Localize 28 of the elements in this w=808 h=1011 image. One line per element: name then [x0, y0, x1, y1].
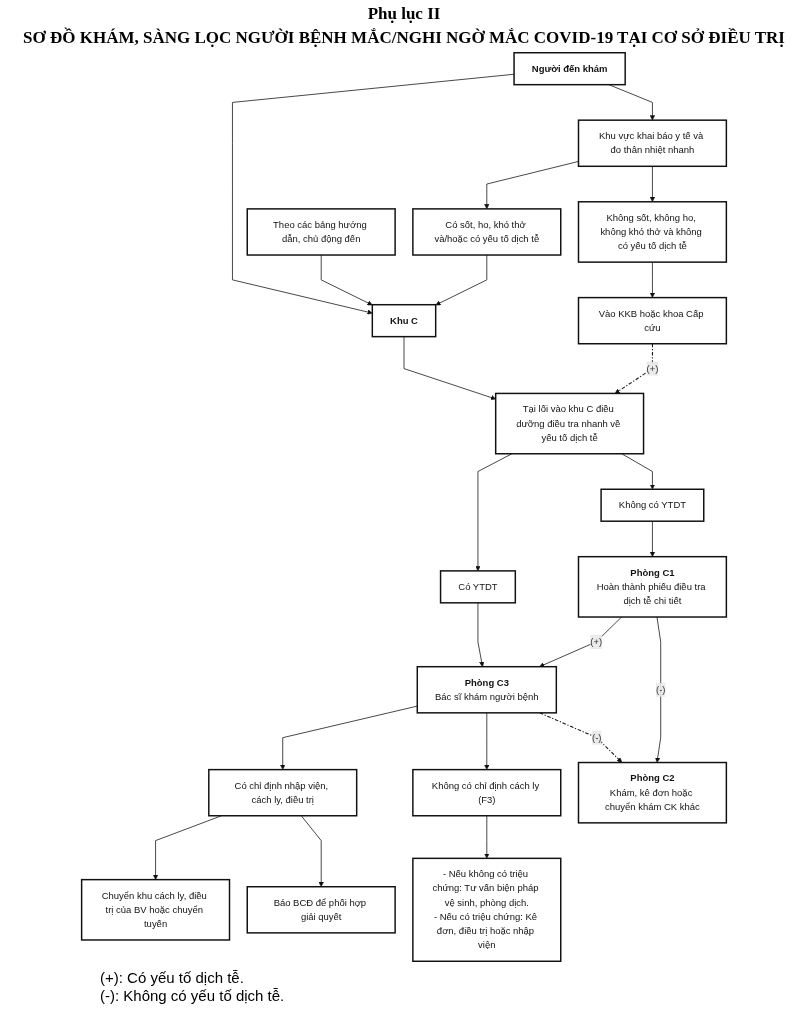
node-box: Báo BCĐ để phối hợp giải quyết: [246, 886, 396, 934]
node-box: Phòng C3 Bác sĩ khám người bệnh: [416, 665, 558, 714]
legend-note: (+): Có yếu tố dịch tễ.: [100, 969, 245, 986]
node-box: Tại lối vào khu C điều dưỡng điều tra nhanh về yếu tố dịch tễ: [494, 392, 645, 455]
title: SƠ ĐỒ KHÁM, SÀNG LỌC NGƯỜI BỆNH MẮC/NGHI NGỜ MẮC COVID-19 TẠI CƠ SỞ ĐIỀU TRỊ: [23, 28, 785, 48]
arrow: [539, 712, 623, 763]
node-box: Khu C: [371, 303, 437, 338]
node-box: Theo các bảng hướng dẫn, chủ động đến: [246, 208, 396, 256]
node-box: Không có chỉ định cách ly (F3): [412, 768, 562, 817]
legend-note: (-): Không có yếu tố dịch tễ.: [100, 987, 285, 1004]
node-box: Vào KKB hoặc khoa Cấp cứu: [577, 296, 728, 345]
node-box: Không sốt, không ho, không khó thở và không có yếu tố dịch tễ: [577, 201, 728, 263]
node-box: Có sốt, ho, khó thở và/hoặc có yếu tố dịch tễ: [412, 208, 562, 256]
annex-label: Phụ lục II: [367, 4, 441, 24]
node-box: Người đến khám: [513, 52, 626, 86]
node-box: - Nếu không có triệu chứng: Tư vấn biện pháp vệ sinh, phòng dịch. - Nếu có triệu chứng: Kê đơn, điều trị hoặc nhập viện: [412, 857, 562, 962]
node-box: Có YTDT: [439, 570, 517, 604]
edge-label: (-): [592, 732, 602, 743]
node-box: Phòng C2 Khám, kê đơn hoặc chuyển khám CK khác: [577, 761, 728, 824]
node-box: Phòng C1 Hoàn thành phiếu điều tra dịch tễ chi tiết: [577, 555, 728, 618]
edge-label: (+): [646, 363, 659, 374]
node-box: Có chỉ định nhập viện, cách ly, điều trị: [208, 768, 358, 817]
arrow: [614, 343, 653, 394]
node-box: Khu vực khai báo y tế và đo thân nhiệt nhanh: [577, 119, 728, 168]
edge-label: (-): [655, 684, 666, 695]
edge-label: (+): [590, 636, 603, 647]
node-box: Chuyển khu cách ly, điều trị của BV hoặc chuyển tuyến: [80, 878, 231, 941]
node-box: Không có YTDT: [600, 488, 705, 522]
